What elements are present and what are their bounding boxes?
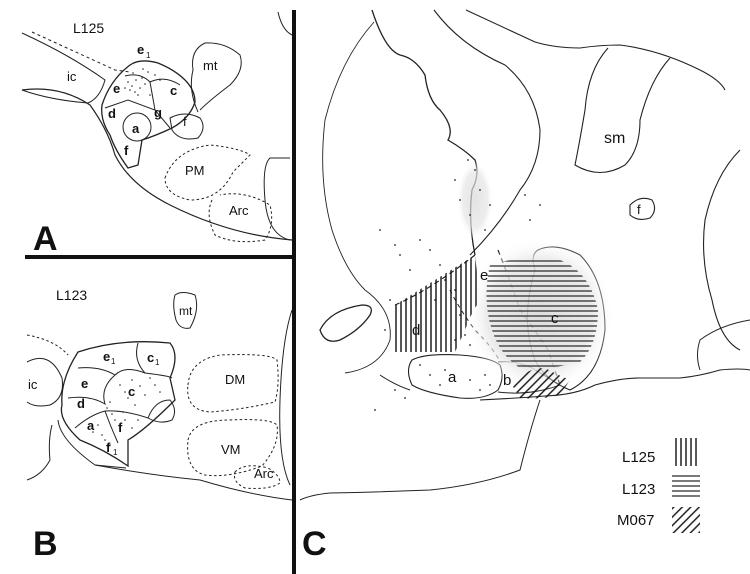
label-e1-subscript: 1 [146, 51, 151, 60]
legend-label-l125: L125 [622, 449, 655, 466]
label-b-f: f [118, 420, 123, 435]
label-f-lower: f [124, 143, 129, 158]
label-a: a [132, 121, 140, 136]
panel-a [21, 11, 293, 243]
legend-swatch-vertical-hatch [672, 438, 700, 466]
label-b-f1-subscript: 1 [113, 448, 118, 457]
hatch-m067-region [512, 368, 570, 399]
dm-outline [187, 354, 279, 413]
label-dm: DM [225, 372, 245, 387]
panel-c-letter: C [302, 525, 327, 563]
c-lower-right-contour [697, 319, 750, 371]
ic-dashed-border-b [26, 334, 69, 356]
ic-outline [21, 32, 106, 104]
mt-outline [190, 42, 242, 113]
third-ventricle-outline-a [263, 157, 291, 241]
legend-label-m067: M067 [617, 512, 655, 529]
label-vm: VM [221, 442, 241, 457]
subdivision-line-1 [124, 74, 156, 111]
subdivision-b-1 [77, 367, 146, 376]
label-b-e1: e [103, 349, 110, 364]
sm-outline [574, 47, 671, 174]
c-left-outer-contour [322, 21, 391, 374]
third-ventricle-outline-b [279, 309, 293, 486]
label-mt: mt [203, 58, 218, 73]
arc-outline-a [208, 193, 273, 243]
label-c-d: d [412, 322, 420, 339]
panel-b-stipple [92, 377, 161, 446]
label-e: e [113, 81, 120, 96]
label-pm: PM [185, 163, 205, 178]
panel-a-stipple [124, 68, 161, 96]
label-b-e: e [81, 376, 88, 391]
pm-outline [164, 144, 251, 201]
panel-c-stipple [374, 159, 541, 411]
c-f-outline [629, 197, 656, 221]
f1-outline [57, 419, 127, 469]
c-lower-contour [299, 399, 541, 501]
label-b-ic: ic [28, 377, 38, 392]
c-right-contour [702, 149, 741, 351]
label-d: d [108, 106, 116, 121]
label-b-e1-subscript: 1 [111, 357, 116, 366]
label-c-e: e [480, 267, 488, 284]
subnucleus-f-outline [169, 113, 204, 140]
c-nucleus-a-outline [407, 354, 503, 399]
legend: L125 L123 M067 [617, 438, 700, 533]
label-c-b: b [503, 372, 511, 389]
legend-label-l123: L123 [622, 481, 655, 498]
label-arc-b: Arc [254, 466, 274, 481]
c-central-contour [433, 9, 541, 256]
panel-b-case-label: L123 [56, 287, 87, 303]
label-c: c [170, 83, 177, 98]
optic-tract-b-left [26, 424, 53, 481]
subdivision-b-6 [147, 399, 176, 423]
panel-a-letter: A [33, 220, 58, 258]
label-b-c1-subscript: 1 [155, 358, 160, 367]
label-f-right: f [183, 114, 187, 129]
mt-outline-b [173, 292, 198, 329]
label-b-a: a [87, 418, 95, 433]
optic-tract-outline [21, 88, 293, 241]
label-b-c1: c [147, 350, 154, 365]
legend-swatch-diagonal-hatch [672, 507, 700, 533]
panel-a-case-label: L125 [73, 20, 104, 36]
label-b-mt: mt [179, 304, 193, 318]
c-left-ellipse [319, 304, 373, 342]
subdivision-line-3 [149, 78, 181, 86]
label-ic: ic [67, 69, 77, 84]
label-b-c: c [128, 384, 135, 399]
label-c-c: c [551, 310, 559, 327]
c-connector [379, 374, 411, 391]
label-c-f: f [637, 202, 641, 217]
hatch-l125-region [395, 255, 480, 352]
ic-dashed-border [31, 31, 131, 73]
panel-a-corner-line [277, 11, 293, 36]
legend-swatch-horizontal-hatch [672, 473, 700, 499]
subdivision-b-5 [104, 410, 119, 444]
label-c-sm: sm [604, 130, 625, 147]
panel-b-letter: B [33, 525, 58, 563]
subdivision-line-2 [104, 99, 171, 129]
label-c-a: a [448, 369, 457, 386]
panel-b [26, 292, 293, 501]
subdivision-b-3 [67, 374, 116, 406]
vmh-outline-b [60, 341, 176, 468]
arc-outline-b [234, 465, 281, 489]
subnucleus-a-outline [122, 112, 152, 142]
label-g: g [154, 105, 162, 120]
label-e1: e [137, 42, 144, 57]
label-b-f1: f [106, 440, 111, 455]
hatch-l123-region [486, 258, 598, 369]
label-b-d: d [77, 396, 85, 411]
base-outline-b [94, 464, 293, 501]
subdivision-b-2 [136, 342, 173, 379]
ic-outline-b [26, 358, 63, 407]
label-arc-a: Arc [229, 203, 249, 218]
c-stipple-field-upper [457, 160, 493, 240]
c-top-contour [465, 9, 726, 91]
